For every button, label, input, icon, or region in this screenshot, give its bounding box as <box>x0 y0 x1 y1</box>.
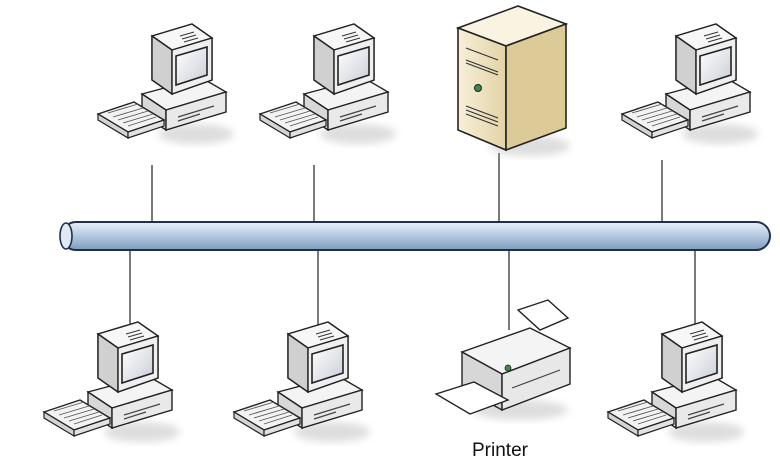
network-bus <box>59 221 771 251</box>
computer-icon <box>260 24 396 144</box>
computer-icon <box>234 322 370 442</box>
printer-label: Printer <box>472 440 529 459</box>
computer-icon <box>608 322 744 442</box>
server-icon <box>455 5 570 156</box>
computer-icon <box>44 322 180 442</box>
printer-icon <box>434 299 572 420</box>
computer-icon <box>622 24 758 144</box>
computer-icon <box>98 24 234 144</box>
